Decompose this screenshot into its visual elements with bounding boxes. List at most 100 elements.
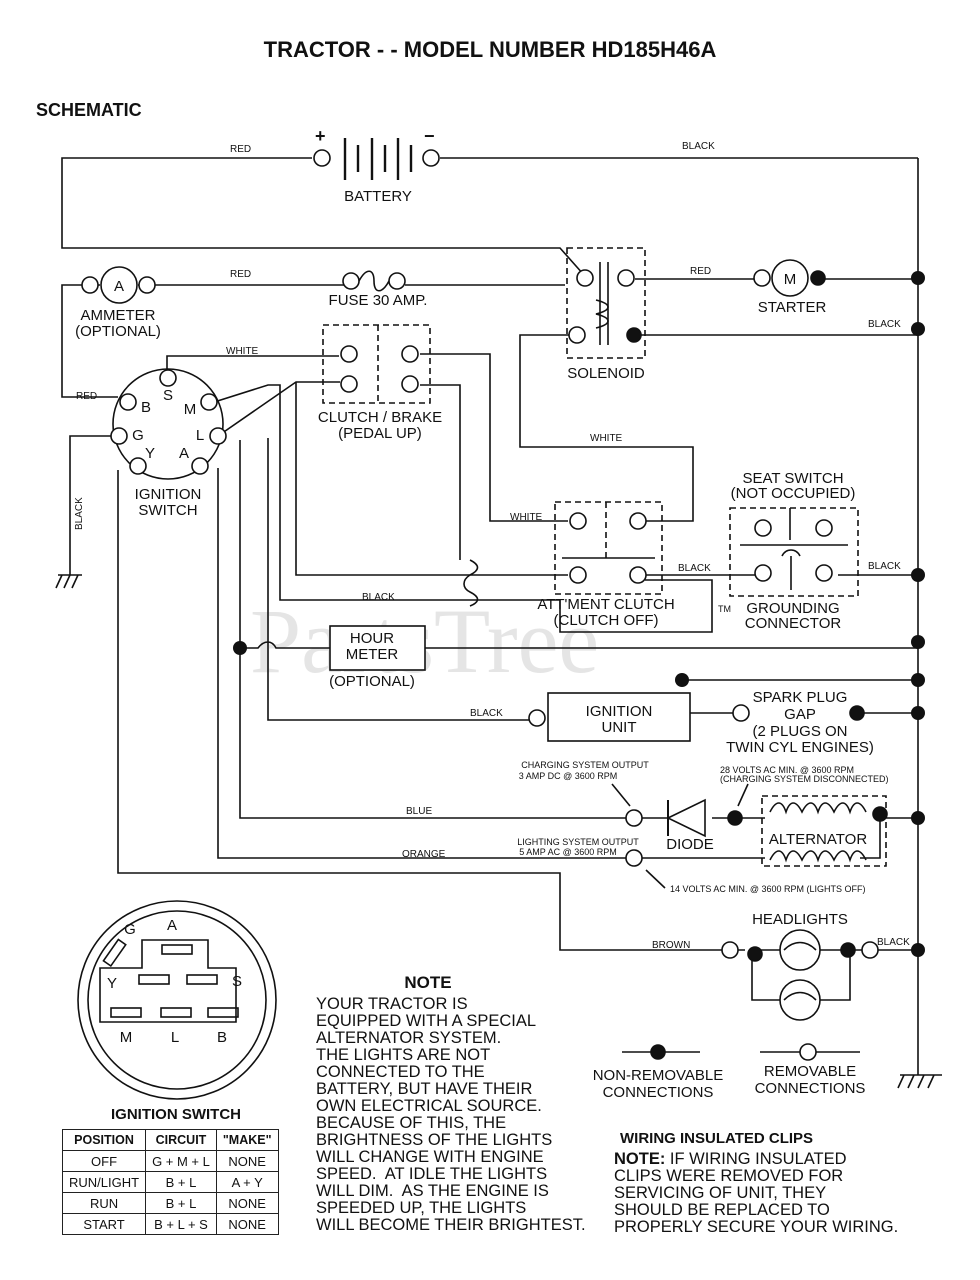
solenoid: SOLENOID: [566, 247, 646, 382]
table-header: POSITION: [61, 1129, 147, 1151]
note-line: WILL BECOME THEIR BRIGHTEST.: [316, 1216, 586, 1234]
table-cell: A + Y: [215, 1171, 279, 1193]
seat-switch-label: SEAT SWITCH: [742, 470, 843, 487]
clips-note-label: NOTE:: [614, 1150, 666, 1168]
legend-removable: REMOVABLE: [764, 1063, 856, 1080]
wires: [55, 157, 942, 1089]
note-line: BRIGHTNESS OF THE LIGHTS: [316, 1131, 553, 1149]
battery-minus: −: [424, 126, 435, 146]
clutch-brake-label: CLUTCH / BRAKE: [318, 409, 442, 426]
wire-label-black-seat: BLACK: [868, 561, 901, 572]
solenoid-label: SOLENOID: [567, 365, 645, 382]
table-cell: NONE: [215, 1192, 279, 1214]
note-line: BATTERY, BUT HAVE THEIR: [316, 1080, 533, 1098]
note-line: SPEEDED UP, THE LIGHTS: [316, 1199, 527, 1217]
page-title: TRACTOR - - MODEL NUMBER HD185H46A: [264, 37, 717, 62]
attachment-clutch-switch: ATT'MENT CLUTCH (CLUTCH OFF): [537, 501, 675, 629]
ignition-switch-plug: A G Y S M L B: [77, 900, 277, 1100]
section-label: SCHEMATIC: [36, 100, 142, 120]
table-cell: OFF: [61, 1150, 147, 1172]
switch-terminal-a: A: [179, 445, 189, 462]
ignition-unit: IGNITION UNIT SPARK PLUG GAP (2 PLUGS ON…: [528, 689, 874, 756]
note-line: THE LIGHTS ARE NOT: [316, 1046, 491, 1064]
wire-label-brown: BROWN: [652, 940, 690, 951]
wire-label-red-switch: RED: [76, 391, 97, 402]
headlights: HEADLIGHTS: [721, 911, 879, 1021]
switch-terminal-g: G: [132, 427, 144, 444]
volts-14-label: 14 VOLTS AC MIN. @ 3600 RPM (LIGHTS OFF): [670, 884, 866, 894]
lighting-output-label: LIGHTING SYSTEM OUTPUT: [517, 837, 639, 847]
note-line: YOUR TRACTOR IS: [316, 995, 468, 1013]
legend-non-removable-2: CONNECTIONS: [603, 1084, 714, 1101]
attachment-clutch-sub: (CLUTCH OFF): [554, 612, 659, 629]
junction-dots: [233, 271, 925, 957]
ignition-table-title: IGNITION SWITCH: [111, 1106, 241, 1123]
battery-plus: +: [315, 126, 326, 146]
diode-label: DIODE: [666, 836, 714, 853]
switch-terminal-m: M: [184, 401, 197, 418]
note-line: CONNECTED TO THE: [316, 1063, 485, 1081]
fuse-label: FUSE 30 AMP.: [329, 292, 428, 309]
table-header-row: POSITION CIRCUIT "MAKE": [61, 1129, 279, 1151]
grounding-connector-sub: CONNECTOR: [745, 615, 842, 632]
clips-line: PROPERLY SECURE YOUR WIRING.: [614, 1218, 899, 1236]
ammeter-symbol: A: [114, 278, 124, 295]
volts-28-sub: (CHARGING SYSTEM DISCONNECTED): [720, 774, 889, 784]
wire-label-black-clutch: BLACK: [362, 592, 395, 603]
plug-terminal-g: G: [124, 921, 136, 938]
table-header: CIRCUIT: [145, 1129, 217, 1151]
wire-label-black-ground: BLACK: [74, 497, 85, 530]
note-line: WILL CHANGE WITH ENGINE: [316, 1148, 544, 1166]
grounding-connector-label: GROUNDING: [746, 600, 839, 617]
table-cell: RUN/LIGHT: [61, 1171, 147, 1193]
wire-labels: RED BLACK RED RED BLACK WHITE RED BLACK …: [74, 141, 910, 951]
wire-label-black-ignition: BLACK: [470, 708, 503, 719]
ignition-switch-label: IGNITION: [135, 486, 202, 503]
plug-terminal-a: A: [167, 917, 177, 934]
wire-label-black-solenoid: BLACK: [868, 319, 901, 330]
battery-label: BATTERY: [344, 188, 412, 205]
legend-removable-2: CONNECTIONS: [755, 1080, 866, 1097]
wire-label-white-solenoid: WHITE: [590, 433, 623, 444]
fuse: FUSE 30 AMP.: [329, 270, 428, 309]
wire-label-white-switch: WHITE: [226, 346, 259, 357]
wire-label-blue: BLUE: [406, 806, 432, 817]
connections-legend: NON-REMOVABLE CONNECTIONS REMOVABLE CONN…: [593, 1043, 866, 1101]
plug-terminal-m: M: [120, 1029, 133, 1046]
spark-plug-label: SPARK PLUG: [753, 689, 848, 706]
hour-meter-label-2: METER: [346, 646, 399, 663]
wire-label-red-battery: RED: [230, 144, 251, 155]
ignition-unit-label: IGNITION: [586, 703, 653, 720]
table-cell: RUN: [61, 1192, 147, 1214]
charging-output-label: CHARGING SYSTEM OUTPUT: [521, 760, 649, 770]
wire-label-black-battery: BLACK: [682, 141, 715, 152]
battery: + − BATTERY: [313, 126, 440, 205]
ignition-switch-label-2: SWITCH: [138, 502, 197, 519]
table-cell: B + L + S: [145, 1213, 217, 1235]
plug-terminal-l: L: [171, 1029, 179, 1046]
switch-terminal-b: B: [141, 399, 151, 416]
clips-heading: WIRING INSULATED CLIPS: [620, 1130, 813, 1147]
watermark-tm: TM: [718, 604, 731, 614]
legend-non-removable: NON-REMOVABLE: [593, 1067, 724, 1084]
wire-label-red-starter: RED: [690, 266, 711, 277]
wire-label-black-headlights: BLACK: [877, 937, 910, 948]
switch-terminal-y: Y: [145, 445, 155, 462]
charging-system: CHARGING SYSTEM OUTPUT 3 AMP DC @ 3600 R…: [517, 760, 888, 894]
table-cell: B + L: [145, 1171, 217, 1193]
table-header: "MAKE": [215, 1129, 279, 1151]
clips-line: SERVICING OF UNIT, THEY: [614, 1184, 827, 1202]
note-line: BECAUSE OF THIS, THE: [316, 1114, 507, 1132]
table-cell: NONE: [215, 1213, 279, 1235]
spark-plug-engines: TWIN CYL ENGINES): [726, 739, 874, 756]
clips-line: IF WIRING INSULATED: [665, 1150, 847, 1168]
lighting-output-value: 5 AMP AC @ 3600 RPM: [519, 847, 617, 857]
clutch-brake-sub: (PEDAL UP): [338, 425, 422, 442]
note-heading: NOTE: [404, 973, 451, 992]
plug-terminal-y: Y: [107, 975, 117, 992]
hour-meter-optional: (OPTIONAL): [329, 673, 415, 690]
